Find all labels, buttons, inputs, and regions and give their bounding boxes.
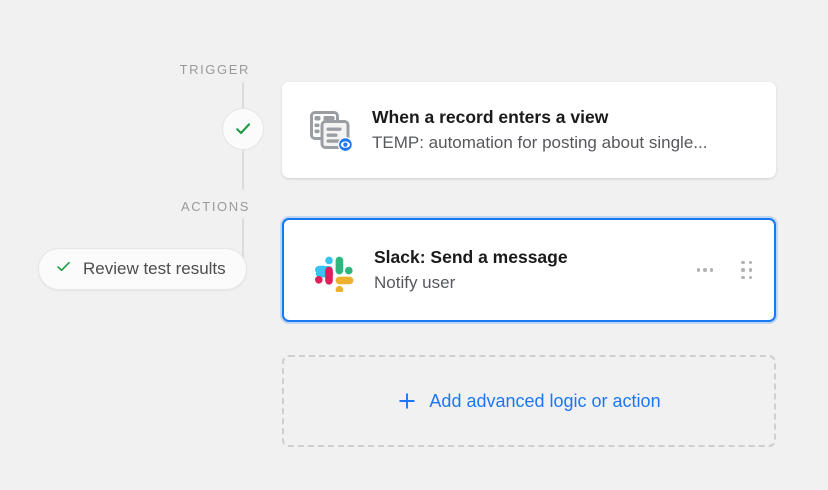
review-test-results-label: Review test results	[83, 259, 226, 278]
trigger-card[interactable]: When a record enters a view TEMP: automa…	[282, 82, 776, 178]
action-card-text: Slack: Send a message Notify user	[374, 246, 681, 294]
ellipsis-icon[interactable]	[695, 262, 716, 278]
add-advanced-logic-or-action-label: Add advanced logic or action	[429, 390, 661, 411]
action-card-controls	[695, 256, 757, 285]
connector-line-bottom	[242, 218, 244, 258]
connector-line-top	[242, 82, 244, 110]
plus-icon	[397, 391, 417, 411]
action-card-title: Slack: Send a message	[374, 247, 568, 268]
action-card-subtitle: Notify user	[374, 272, 456, 292]
trigger-card-title: When a record enters a view	[372, 107, 609, 128]
drag-handle-icon[interactable]	[737, 256, 756, 285]
grid-view-eye-icon	[304, 104, 356, 156]
trigger-card-text: When a record enters a view TEMP: automa…	[372, 106, 754, 154]
trigger-status-node[interactable]	[222, 108, 264, 150]
slack-logo-icon	[306, 244, 358, 296]
trigger-card-subtitle: TEMP: automation for posting about singl…	[372, 132, 708, 152]
review-test-results-button[interactable]: Review test results	[38, 248, 247, 290]
action-card-slack[interactable]: Slack: Send a message Notify user	[282, 218, 776, 322]
trigger-section-label: TRIGGER	[179, 62, 250, 77]
actions-section-label: ACTIONS	[181, 199, 250, 214]
check-icon	[55, 258, 72, 280]
check-icon	[233, 119, 253, 139]
add-advanced-logic-or-action-button[interactable]: Add advanced logic or action	[282, 355, 776, 447]
connector-line-middle	[242, 148, 244, 190]
